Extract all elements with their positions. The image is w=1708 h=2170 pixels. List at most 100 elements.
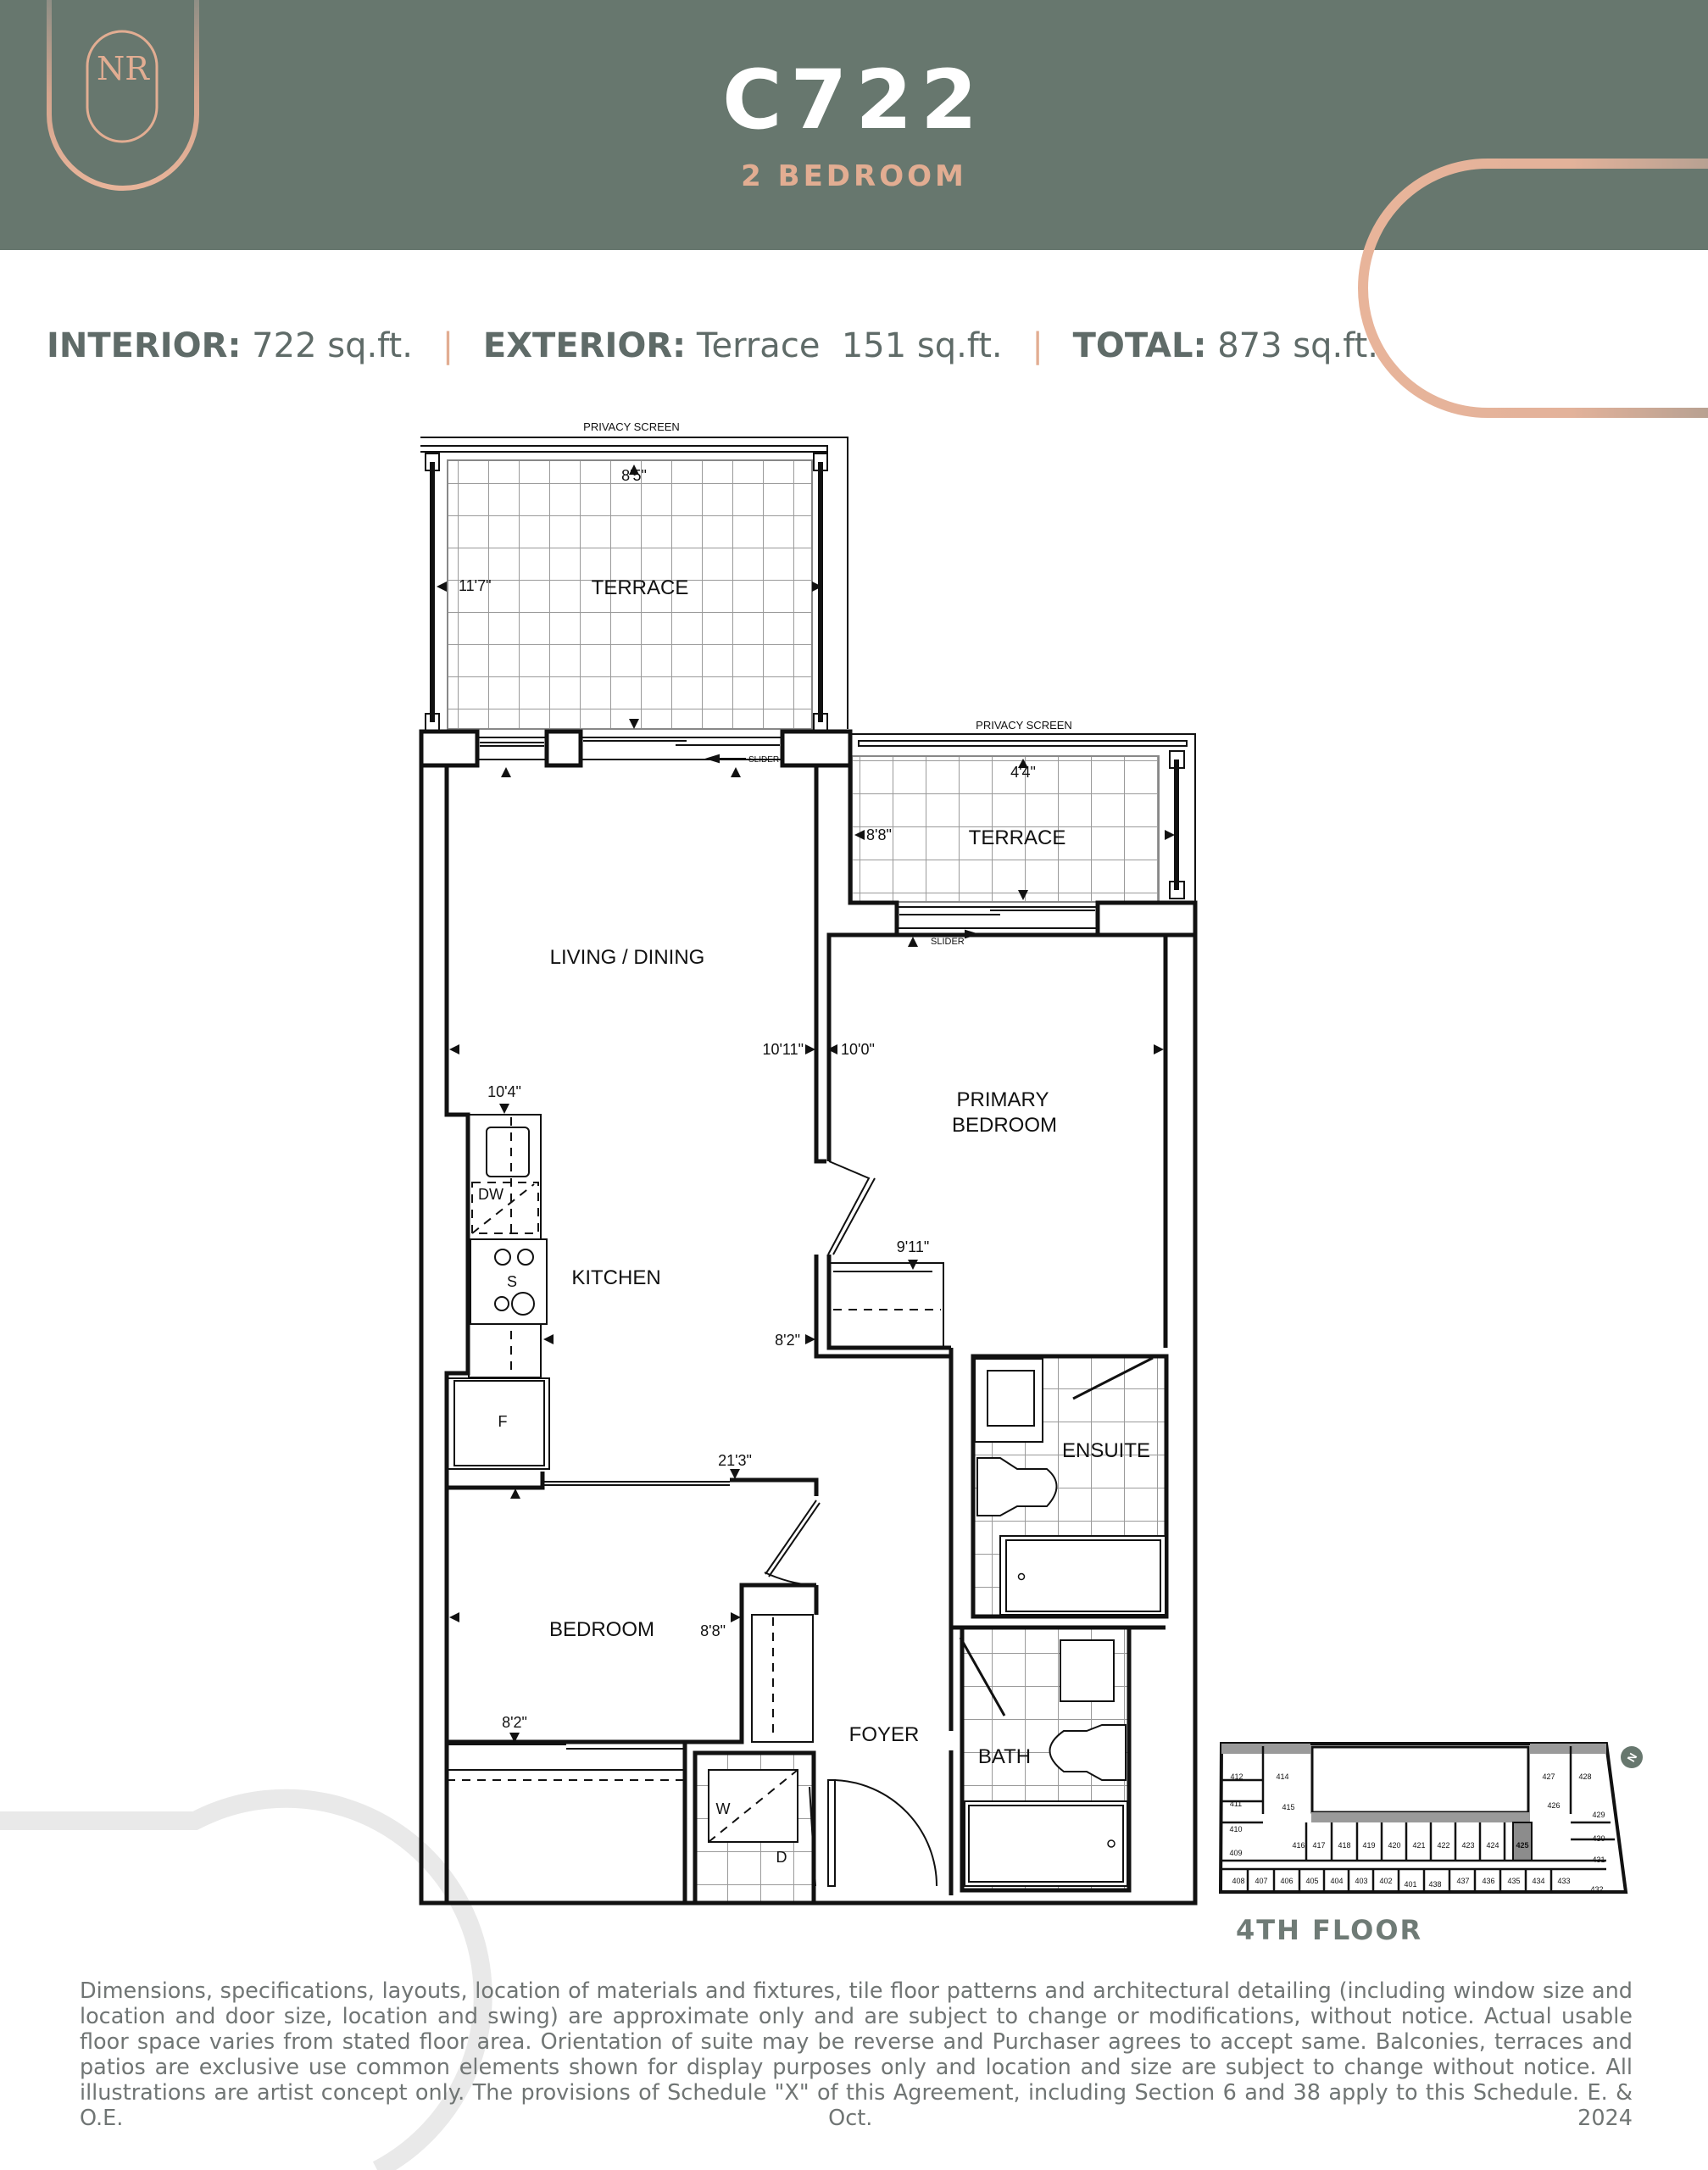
stove-label: S — [507, 1273, 517, 1290]
keyplan-unit-label: 437 — [1456, 1877, 1469, 1885]
terrace-main — [420, 437, 848, 732]
bath — [959, 1625, 1132, 1893]
terrace-main-depth: 11'7" — [459, 577, 492, 594]
kitchen-dim-b: 8'2" — [775, 1332, 800, 1349]
keyplan-unit-label: 431 — [1592, 1856, 1605, 1864]
keyplan-unit-label: 410 — [1229, 1825, 1242, 1833]
kitchen-dim-a: 10'4" — [487, 1083, 521, 1100]
exterior-label: EXTERIOR: — [482, 326, 687, 365]
kitchen-cabinets — [447, 1114, 550, 1470]
logo-monogram: NR — [97, 50, 149, 87]
keyplan-unit-label: 421 — [1412, 1841, 1425, 1850]
keyplan-unit-label: 428 — [1578, 1772, 1591, 1781]
primary-dim-a: 10'0" — [841, 1041, 875, 1058]
keyplan-unit-label: 401 — [1404, 1880, 1416, 1889]
foyer-label: FOYER — [849, 1723, 920, 1746]
terrace-main-screen-label: PRIVACY SCREEN — [583, 420, 680, 433]
decor-arc-right — [1358, 159, 1708, 418]
interior-label: INTERIOR: — [47, 326, 242, 365]
bath-label: BATH — [978, 1745, 1031, 1768]
keyplan-unit-label: 434 — [1532, 1877, 1544, 1885]
dimension-arrows — [437, 465, 1175, 1743]
terrace-secondary-label: TERRACE — [969, 826, 1066, 849]
terrace-secondary-depth: 8'8" — [866, 826, 892, 843]
keyplan-unit-label: 429 — [1592, 1811, 1605, 1819]
unit-title: C722 — [722, 53, 986, 147]
slider-label: SLIDER — [748, 755, 779, 765]
slider-arrows — [704, 754, 980, 939]
slider-doors — [476, 737, 1099, 929]
separator: | — [1032, 326, 1043, 365]
dryer-label: D — [776, 1849, 787, 1866]
keyplan-unit-label: 417 — [1312, 1841, 1325, 1850]
keyplan-unit-label: 422 — [1437, 1841, 1449, 1850]
decor-arc-left — [0, 1789, 492, 2170]
keyplan-unit-label: 408 — [1232, 1877, 1244, 1885]
disclaimer: Dimensions, specifications, layouts, loc… — [80, 1978, 1633, 2131]
kitchen-label: KITCHEN — [571, 1266, 660, 1289]
slider-label: SLIDER — [931, 937, 965, 947]
keyplan-unit-label: 433 — [1557, 1877, 1570, 1885]
keyplan-unit-label: 420 — [1388, 1841, 1400, 1850]
keyplan-unit-label: 426 — [1547, 1801, 1560, 1810]
separator: | — [442, 326, 454, 365]
entry-door — [809, 1779, 938, 1887]
keyplan-unit-label: 407 — [1255, 1877, 1267, 1885]
keyplan-unit-label: 430 — [1592, 1834, 1605, 1843]
bedroom-dim-b: 8'2" — [502, 1714, 527, 1731]
keyplan-unit-label: 432 — [1590, 1885, 1603, 1894]
keyplan-unit-label: 415 — [1282, 1803, 1294, 1811]
keyplan-unit-label: 403 — [1355, 1877, 1367, 1885]
exterior-value: Terrace 151 sq.ft. — [696, 326, 1003, 365]
washer-label: W — [716, 1800, 731, 1817]
logo-arch — [47, 0, 199, 191]
keyplan-unit-label: 414 — [1276, 1772, 1288, 1781]
keyplan-unit-label: 402 — [1379, 1877, 1392, 1885]
unit-type: 2 BEDROOM — [741, 159, 967, 193]
keyplan-unit-label: 406 — [1280, 1877, 1293, 1885]
keyplan-unit-label: 411 — [1230, 1800, 1242, 1808]
living-dim-b: 21'3" — [718, 1452, 752, 1469]
keyplan-unit-label: 409 — [1229, 1849, 1242, 1857]
fridge-label: F — [498, 1413, 508, 1430]
terrace-main-width: 8'5" — [621, 467, 647, 484]
primary-bedroom-label-1: PRIMARY — [957, 1088, 1049, 1111]
total-label: TOTAL: — [1072, 326, 1207, 365]
ensuite-label: ENSUITE — [1062, 1439, 1150, 1462]
keyplan-unit-label: 416 — [1292, 1841, 1305, 1850]
keyplan-unit-label: 424 — [1486, 1841, 1499, 1850]
terrace-secondary — [850, 733, 1196, 903]
keyplan-unit-label: 419 — [1362, 1841, 1375, 1850]
header-band — [0, 0, 1708, 250]
terrace-secondary-screen-label: PRIVACY SCREEN — [976, 719, 1072, 732]
logo-oval — [86, 30, 159, 143]
keyplan-unit-label: 425 — [1516, 1841, 1528, 1850]
terrace-main-label: TERRACE — [592, 576, 689, 599]
keyplan-unit-label: 438 — [1428, 1880, 1441, 1889]
keyplan-unit-label: 404 — [1330, 1877, 1343, 1885]
keyplan-unit-labels: 412 414 427 428 411 410 409 415 416 417 418 419 420 4… — [1229, 1772, 1605, 1894]
keyplan-unit-label: 412 — [1230, 1772, 1243, 1781]
ensuite — [971, 1354, 1169, 1619]
keyplan-unit-label: 435 — [1507, 1877, 1520, 1885]
keyplan-unit-label: 405 — [1305, 1877, 1318, 1885]
primary-dim-b: 9'11" — [897, 1238, 930, 1255]
keyplan-unit-label: 423 — [1461, 1841, 1474, 1850]
total-value: 873 sq.ft. — [1217, 326, 1378, 365]
keyplan-unit-label: 436 — [1482, 1877, 1494, 1885]
living-dining-label: LIVING / DINING — [550, 946, 705, 969]
keyplan-unit-label: 427 — [1542, 1772, 1555, 1781]
keyplan-unit-label: 418 — [1338, 1841, 1350, 1850]
interior-value: 722 sq.ft. — [252, 326, 413, 365]
floor-label: 4TH FLOOR — [1236, 1914, 1423, 1946]
dishwasher-label: DW — [478, 1186, 503, 1203]
bedroom-dim-a: 8'8" — [700, 1622, 726, 1639]
primary-bedroom-label-2: BEDROOM — [952, 1114, 1057, 1137]
living-dim-a: 10'11" — [762, 1041, 804, 1058]
bedroom-label: BEDROOM — [549, 1618, 654, 1641]
area-summary: INTERIOR: 722 sq.ft. | EXTERIOR: Terrace… — [47, 326, 1378, 365]
terrace-secondary-width: 4'4" — [1010, 764, 1036, 781]
